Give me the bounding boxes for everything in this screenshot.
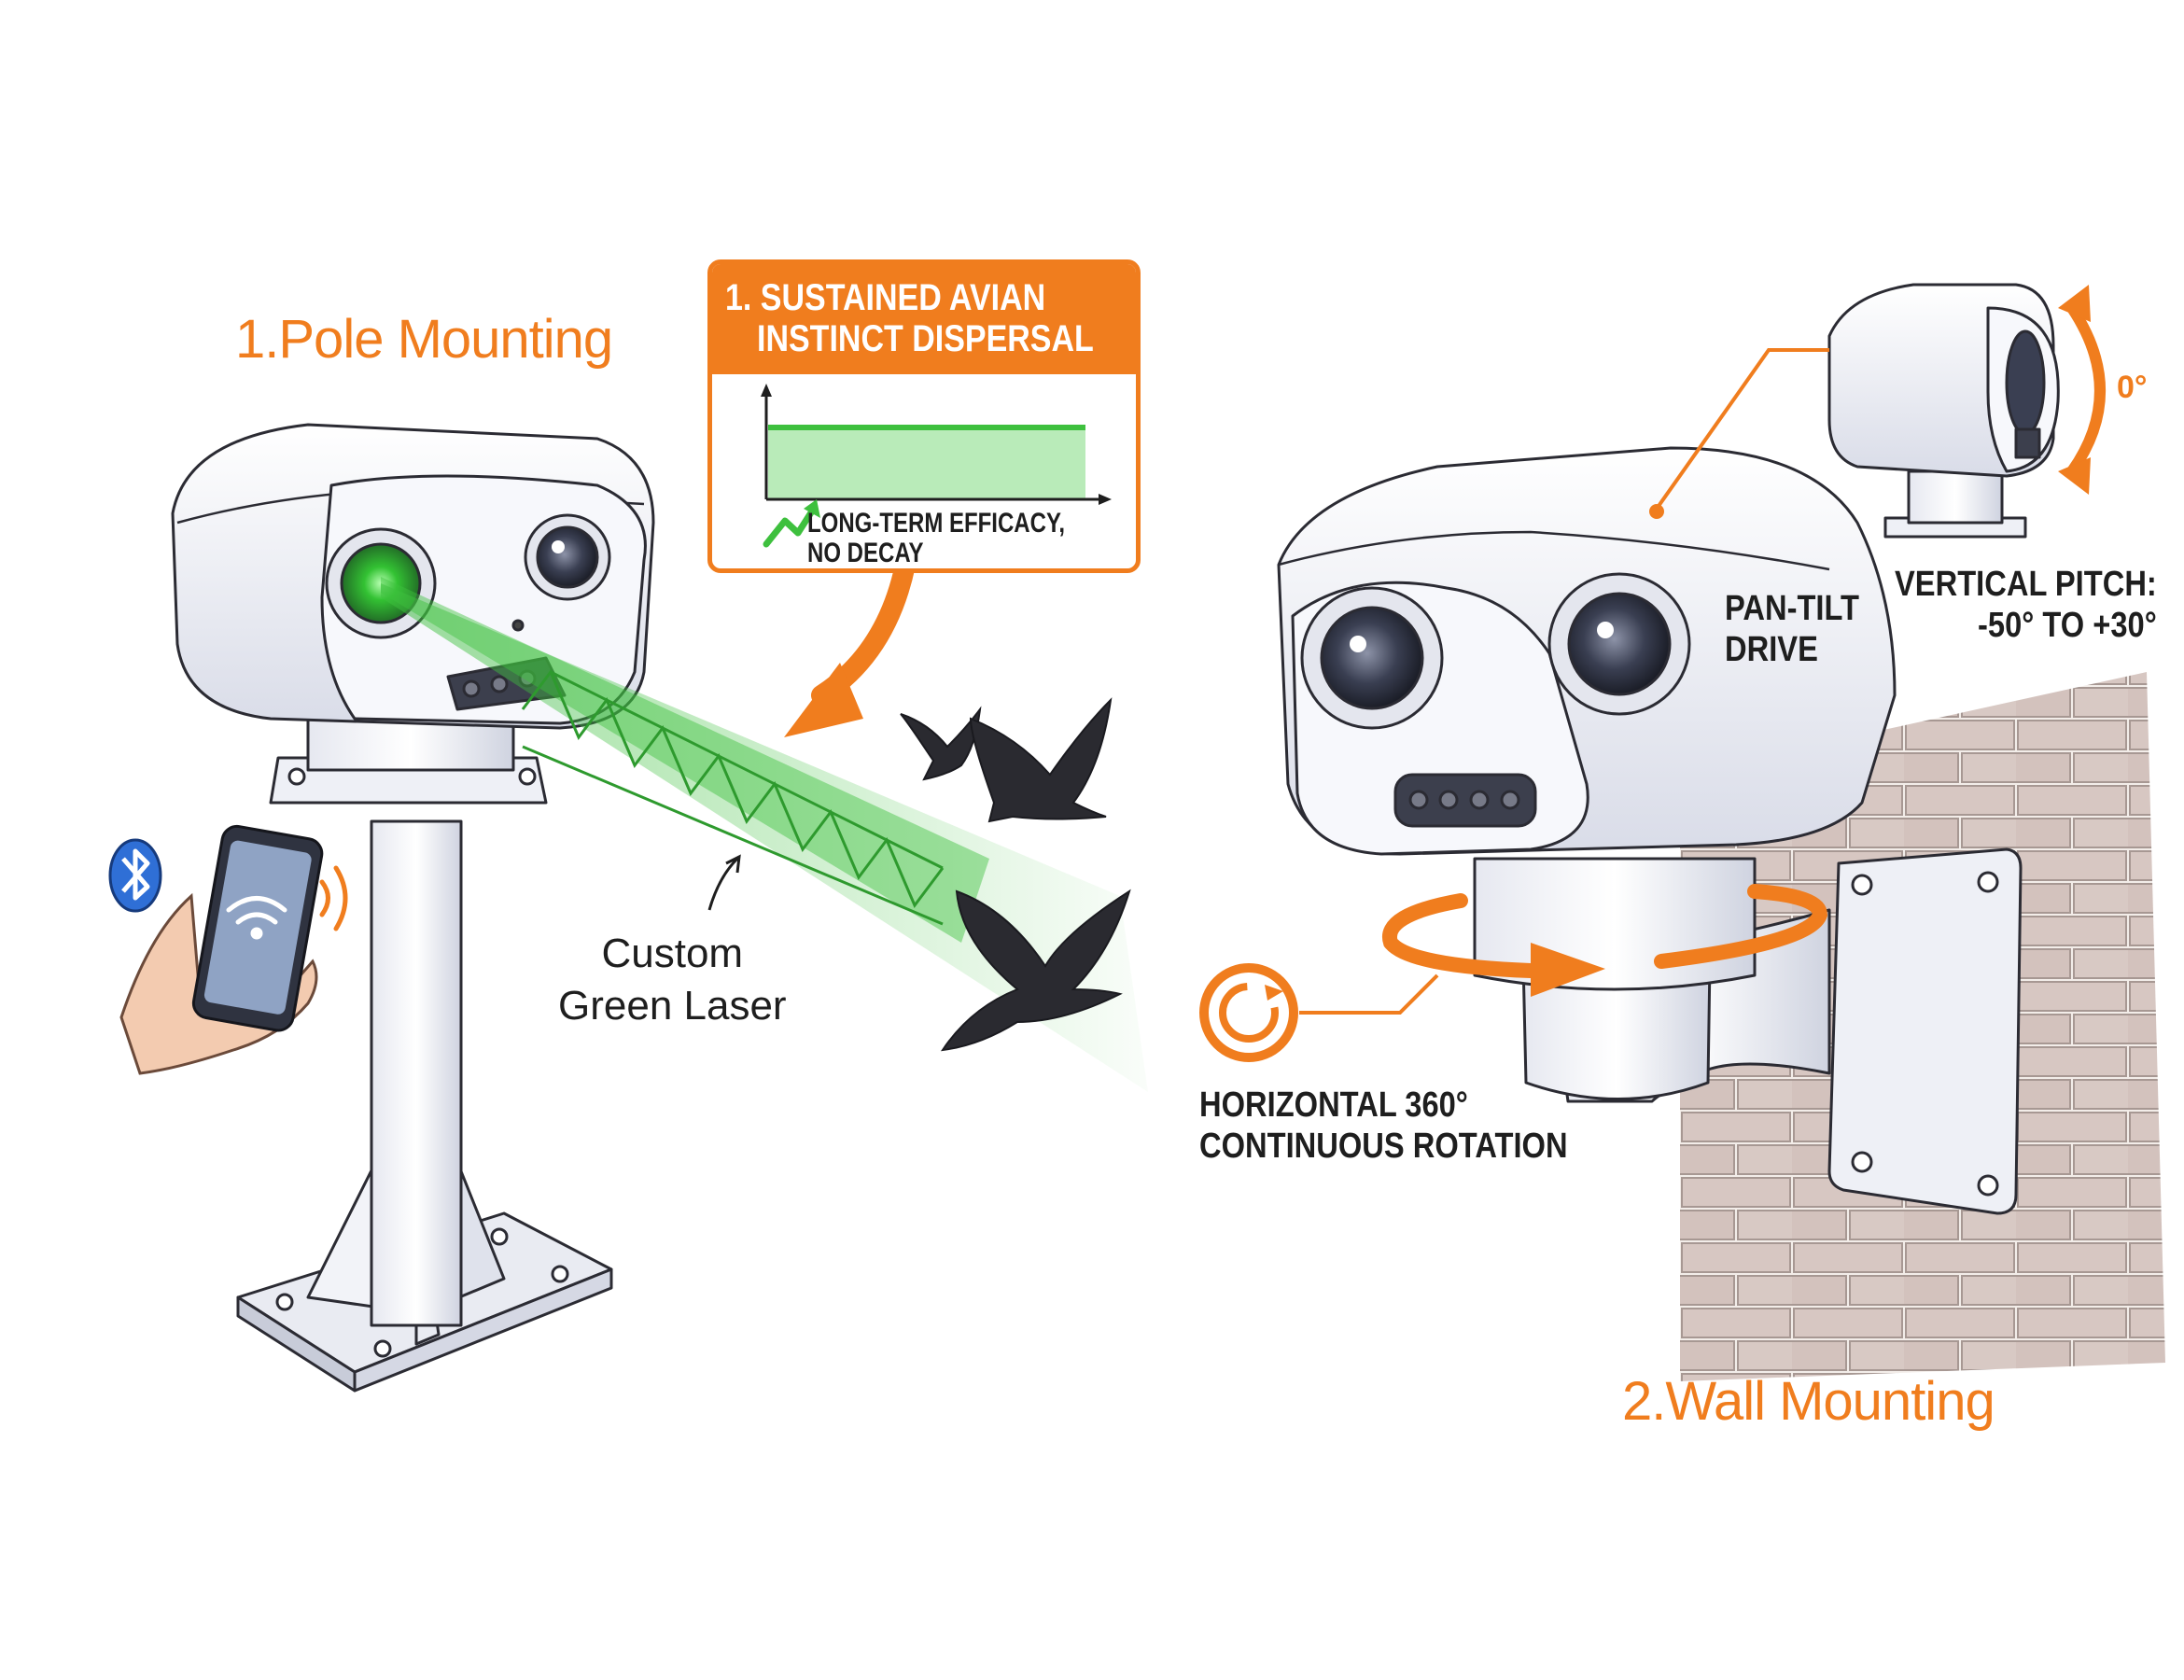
camera-lens xyxy=(536,525,599,589)
pitch-arc xyxy=(2058,285,2106,495)
callout-arrow xyxy=(784,554,916,737)
pitch-label: VERTICAL PITCH: -50° TO +30° xyxy=(1895,564,2157,646)
pitch-label-line2: -50° TO +30° xyxy=(1978,606,2157,645)
callout-footnote-line1: LONG-TERM EFFICACY, xyxy=(807,508,1065,539)
phone-controller xyxy=(108,824,348,1075)
laser-label: Custom Green Laser xyxy=(558,928,787,1032)
rotation-ring xyxy=(1382,884,1828,997)
trend-up-icon xyxy=(763,499,820,548)
efficacy-area xyxy=(768,427,1085,499)
efficacy-mini-chart xyxy=(761,384,1112,548)
laser-beam xyxy=(381,577,1148,1092)
callout-heading-line1: 1. SUSTAINED AVIAN xyxy=(725,277,1046,318)
callout-footnote-line2: NO DECAY xyxy=(807,538,924,568)
rotation-icon xyxy=(1199,963,1298,1062)
rotation-leader-line xyxy=(1299,973,1439,1015)
laser-pointer-line xyxy=(707,857,739,911)
rotation-label-line1: HORIZONTAL 360° xyxy=(1199,1085,1468,1125)
wall-lens-left xyxy=(1320,606,1424,710)
bird-small xyxy=(900,706,982,781)
pitch-detail-camera xyxy=(1827,283,2060,539)
callout-footnote: LONG-TERM EFFICACY, NO DECAY xyxy=(807,509,1065,568)
rotation-label: HORIZONTAL 360° CONTINUOUS ROTATION xyxy=(1199,1085,1568,1167)
birds xyxy=(900,697,1131,1052)
bird-large xyxy=(940,889,1131,1052)
pole-mounting-title: 1.Pole Mounting xyxy=(235,309,613,370)
rotation-label-line2: CONTINUOUS ROTATION xyxy=(1199,1127,1568,1166)
bluetooth-icon xyxy=(108,838,162,913)
callout-heading-line2: INSTINCT DISPERSAL xyxy=(757,318,1094,359)
zero-degree-label: 0° xyxy=(2117,370,2148,405)
pole-column xyxy=(370,819,463,1327)
wall-sensor-strip xyxy=(1393,773,1537,828)
pan-tilt-leader-line xyxy=(1655,348,1829,511)
pan-tilt-label-line2: DRIVE xyxy=(1725,630,1818,669)
pan-tilt-label-line1: PAN-TILT xyxy=(1725,589,1859,628)
bird-medium xyxy=(969,697,1113,823)
pole-gusset xyxy=(306,1165,375,1309)
wall-plate xyxy=(1827,847,2023,1215)
wifi-icon xyxy=(226,896,287,940)
wall-lens-right xyxy=(1567,592,1672,696)
laser-label-line1: Custom xyxy=(601,931,744,976)
wall-mounting-title: 2.Wall Mounting xyxy=(1622,1371,1995,1432)
pan-tilt-label: PAN-TILT DRIVE xyxy=(1725,588,1859,670)
laser-label-line2: Green Laser xyxy=(558,983,787,1029)
signal-waves xyxy=(319,865,348,931)
pitch-label-line1: VERTICAL PITCH: xyxy=(1895,565,2157,604)
